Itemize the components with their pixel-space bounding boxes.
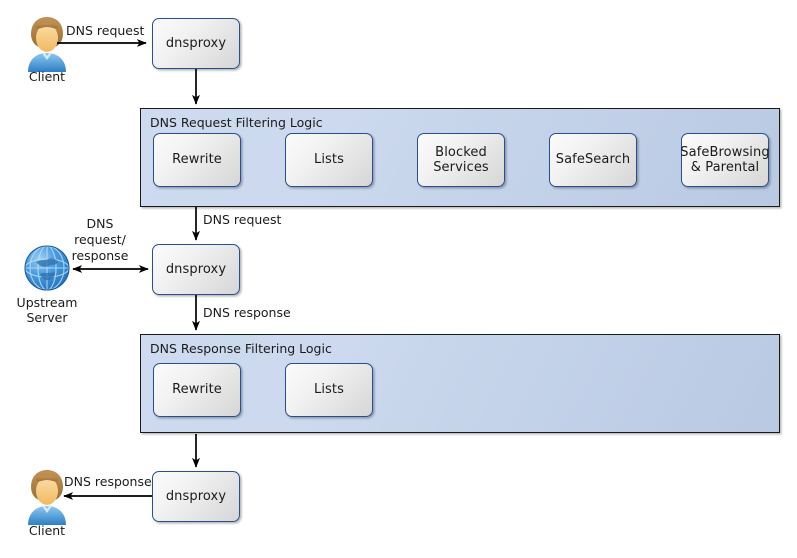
node-request-rewrite-label: Rewrite <box>172 152 222 168</box>
node-request-safebrowsing-label-line2: & Parental <box>690 160 760 175</box>
node-request-rewrite[interactable]: Rewrite <box>153 133 241 187</box>
actor-label-upstream-line2: Server <box>26 310 68 325</box>
node-dnsproxy-top[interactable]: dnsproxy <box>152 18 240 69</box>
node-request-safebrowsing-label-line1: SafeBrowsing <box>680 144 770 160</box>
node-dnsproxy-bottom[interactable]: dnsproxy <box>152 471 240 522</box>
node-request-safesearch[interactable]: SafeSearch <box>549 133 637 187</box>
node-dnsproxy-bottom-label: dnsproxy <box>165 488 227 504</box>
node-dnsproxy-mid-label: dnsproxy <box>165 261 227 277</box>
node-request-safesearch-label: SafeSearch <box>555 152 631 168</box>
node-response-lists[interactable]: Lists <box>285 363 373 417</box>
edge-label-upstream-line2: request/ <box>74 232 126 247</box>
group-dns-response-filtering: DNS Response Filtering Logic <box>140 334 780 433</box>
edge-label-proxy-to-request-group: DNS request <box>203 212 282 227</box>
node-request-blocked-services[interactable]: Blocked Services <box>417 133 505 187</box>
edge-label-proxy-to-response-group: DNS response <box>203 305 291 320</box>
group-title-response: DNS Response Filtering Logic <box>150 341 332 356</box>
node-dnsproxy-mid[interactable]: dnsproxy <box>152 244 240 295</box>
node-dnsproxy-top-label: dnsproxy <box>165 35 227 51</box>
node-response-lists-label: Lists <box>314 382 344 398</box>
node-request-lists[interactable]: Lists <box>285 133 373 187</box>
edge-label-proxy-to-client: DNS response <box>64 474 152 489</box>
edge-label-upstream-line1: DNS <box>86 216 114 231</box>
node-request-lists-label: Lists <box>314 152 344 168</box>
node-response-rewrite-label: Rewrite <box>172 382 222 398</box>
person-icon-client-bottom <box>28 470 66 525</box>
group-title-request: DNS Request Filtering Logic <box>150 115 323 130</box>
actor-label-client-bottom: Client <box>28 523 66 538</box>
node-request-blocked-services-label-line1: Blocked <box>435 144 487 160</box>
node-request-safebrowsing-parental[interactable]: SafeBrowsing & Parental <box>680 133 770 187</box>
actor-label-upstream-line1: Upstream <box>16 295 78 310</box>
edge-label-upstream-line3: response <box>71 248 129 263</box>
actor-label-client-top: Client <box>28 69 66 84</box>
person-icon-client-top <box>28 17 66 72</box>
node-request-blocked-services-label-line2: Services <box>433 160 489 175</box>
node-response-rewrite[interactable]: Rewrite <box>153 363 241 417</box>
edge-label-client-to-proxy: DNS request <box>66 23 145 38</box>
